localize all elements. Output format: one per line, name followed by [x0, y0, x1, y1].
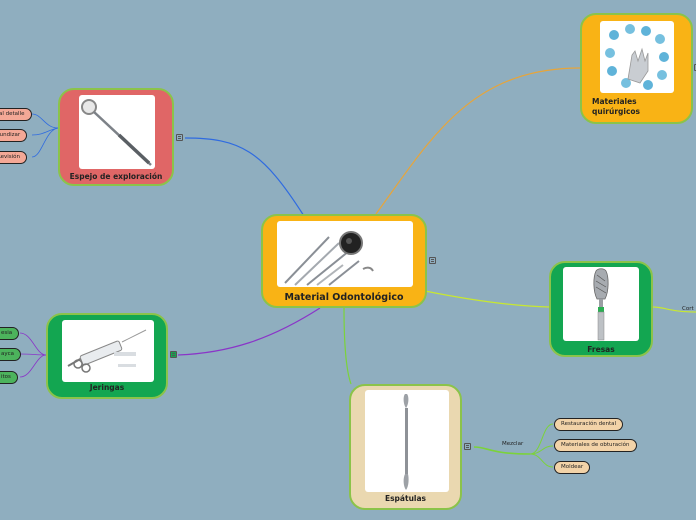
leaf-jeringas-2[interactable]: ayca [0, 348, 21, 361]
jeringas-note-icon[interactable] [170, 351, 177, 358]
link-espatulas-leaf-3 [530, 454, 553, 467]
central-image [277, 221, 413, 287]
link-fresas [425, 291, 549, 307]
quirurgicos-title: Materiales quirúrgicos [592, 97, 648, 117]
link-jeringas-leaf-1 [20, 333, 46, 355]
leaf-jeringas-3[interactable]: itos [0, 371, 18, 384]
leaf-espejo-1[interactable]: al detalle [0, 108, 32, 121]
espatulas-title: Espátulas [351, 494, 460, 503]
link-espejo-leaf-1 [32, 114, 58, 128]
link-jeringas [178, 308, 320, 355]
jeringas-title: Jeringas [48, 383, 166, 392]
central-node[interactable]: Material Odontológico [261, 214, 427, 308]
espejo-image [79, 95, 155, 169]
link-espatulas-label [474, 447, 530, 454]
node-espatulas[interactable]: Espátulas [349, 384, 462, 510]
espatulas-image [365, 390, 449, 492]
node-jeringas[interactable]: Jeringas [46, 313, 168, 399]
espatulas-note-icon[interactable] [464, 443, 471, 450]
jeringas-image [62, 320, 154, 382]
leaf-espejo-2[interactable]: Profundizar [0, 129, 27, 142]
leaf-espejo-3[interactable]: Revisión [0, 151, 27, 164]
fresas-title: Fresas [551, 345, 651, 354]
espatulas-edge-label: Mezclar [502, 441, 523, 447]
leaf-jeringas-1[interactable]: esia [0, 327, 19, 340]
fresas-image [563, 267, 639, 341]
fresas-edge-label: Cort [682, 306, 694, 312]
node-fresas[interactable]: Fresas [549, 261, 653, 357]
central-note-icon[interactable] [429, 257, 436, 264]
node-espejo-de-exploracion[interactable]: Espejo de exploración [58, 88, 174, 186]
leaf-espatulas-2[interactable]: Materiales de obturación [554, 439, 637, 452]
link-espatulas [344, 308, 351, 384]
node-materiales-quirurgicos[interactable]: Materiales quirúrgicos [580, 13, 693, 124]
central-title: Material Odontológico [263, 292, 425, 303]
link-quirurgicos [376, 68, 580, 214]
leaf-espatulas-1[interactable]: Restauración dental [554, 418, 623, 431]
link-espatulas-leaf-1 [530, 424, 553, 454]
link-jeringas-leaf-3 [20, 355, 46, 377]
espejo-title: Espejo de exploración [60, 172, 172, 181]
link-espejo [185, 138, 304, 216]
quirurgicos-image [600, 21, 674, 93]
espejo-note-icon[interactable] [176, 134, 183, 141]
leaf-espatulas-3[interactable]: Moldear [554, 461, 590, 474]
